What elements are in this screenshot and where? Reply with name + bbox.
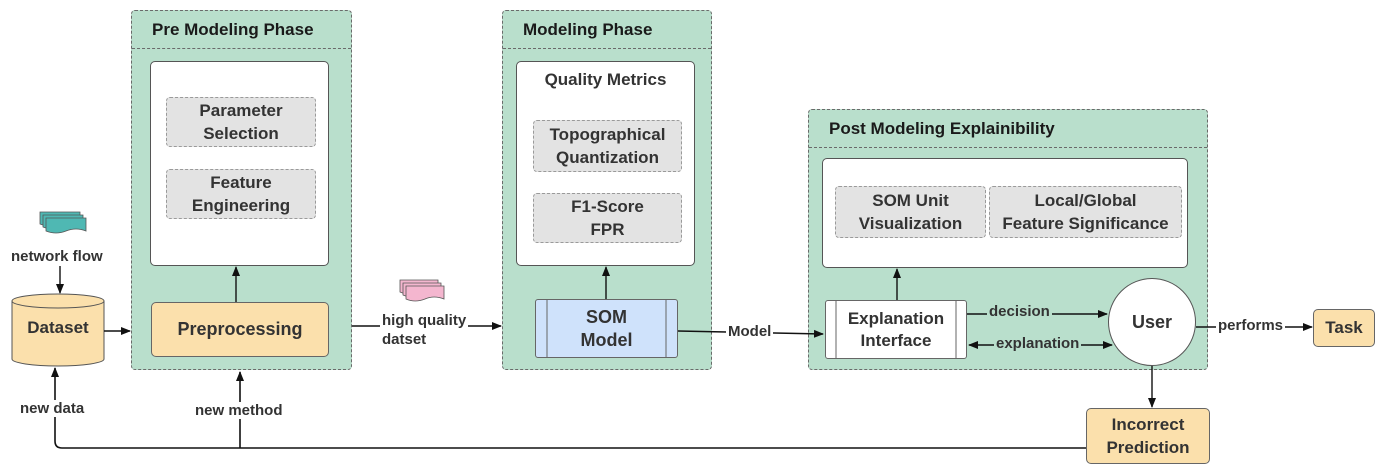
high-quality-dataset-document-icon	[399, 279, 445, 302]
f1-fpr-box: F1-Score FPR	[533, 193, 682, 243]
pre-modeling-phase-title: Pre Modeling Phase	[132, 11, 351, 49]
network-flow-label: network flow	[10, 248, 104, 265]
incorrect-prediction-box: Incorrect Prediction	[1086, 408, 1210, 464]
new-data-feedback-line	[51, 367, 1086, 449]
feature-engineering-box: Feature Engineering	[166, 169, 316, 219]
new-data-label: new data	[18, 400, 87, 417]
dataset-label: Dataset	[27, 318, 89, 337]
post-modeling-phase-title: Post Modeling Explainibility	[809, 110, 1207, 148]
high-quality-dataset-label: high quality datset	[380, 311, 469, 349]
modeling-phase-title: Modeling Phase	[503, 11, 711, 49]
network-flow-document-icon	[39, 211, 87, 234]
user-label: User	[1131, 311, 1173, 332]
parameter-selection-box: Parameter Selection	[166, 97, 316, 147]
quality-metrics-title: Quality Metrics	[544, 70, 667, 89]
som-unit-visualization-box: SOM Unit Visualization	[835, 186, 986, 238]
feature-significance-box: Local/Global Feature Significance	[989, 186, 1182, 238]
topographical-quantization-box: Topographical Quantization	[533, 120, 682, 172]
task-box: Task	[1313, 309, 1375, 347]
model-label: Model	[726, 323, 774, 340]
som-model-box: SOM Model	[535, 299, 678, 358]
dataset-cylinder-icon	[11, 293, 105, 367]
preprocessing-box: Preprocessing	[151, 302, 329, 357]
performs-label: performs	[1216, 317, 1286, 334]
pre-modeling-panel	[150, 61, 329, 266]
user-node: User	[1108, 278, 1196, 366]
explanation-label: explanation	[994, 335, 1082, 352]
decision-label: decision	[987, 303, 1052, 320]
new-method-label: new method	[193, 402, 285, 419]
explanation-interface-box: Explanation Interface	[825, 300, 967, 359]
